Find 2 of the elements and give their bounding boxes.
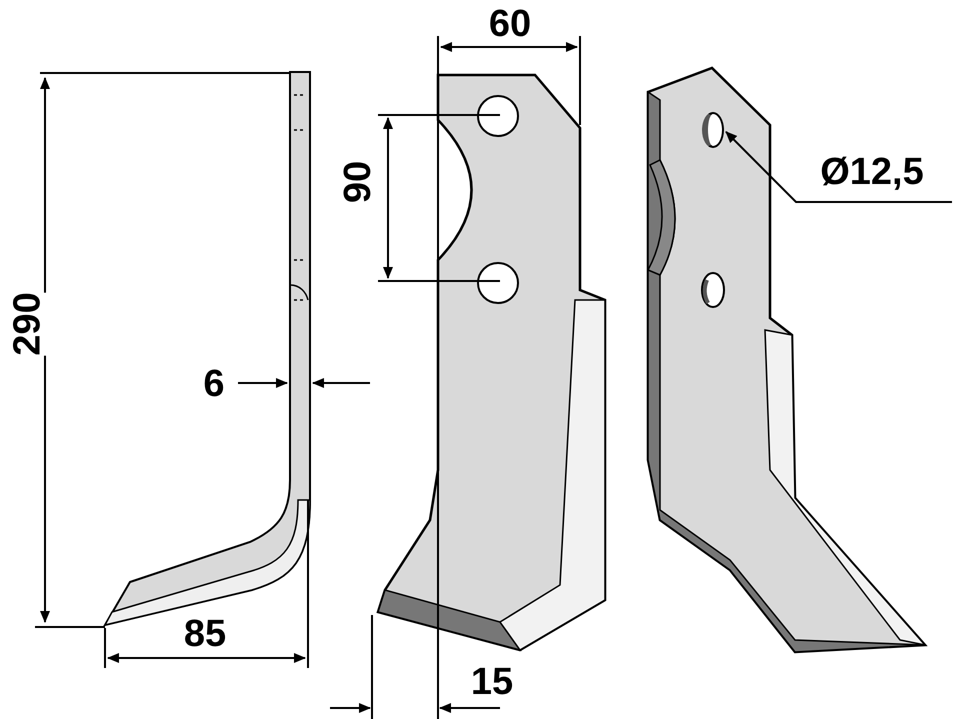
leader-line [725, 131, 952, 203]
dimension-label: Ø12,5 [820, 153, 924, 191]
